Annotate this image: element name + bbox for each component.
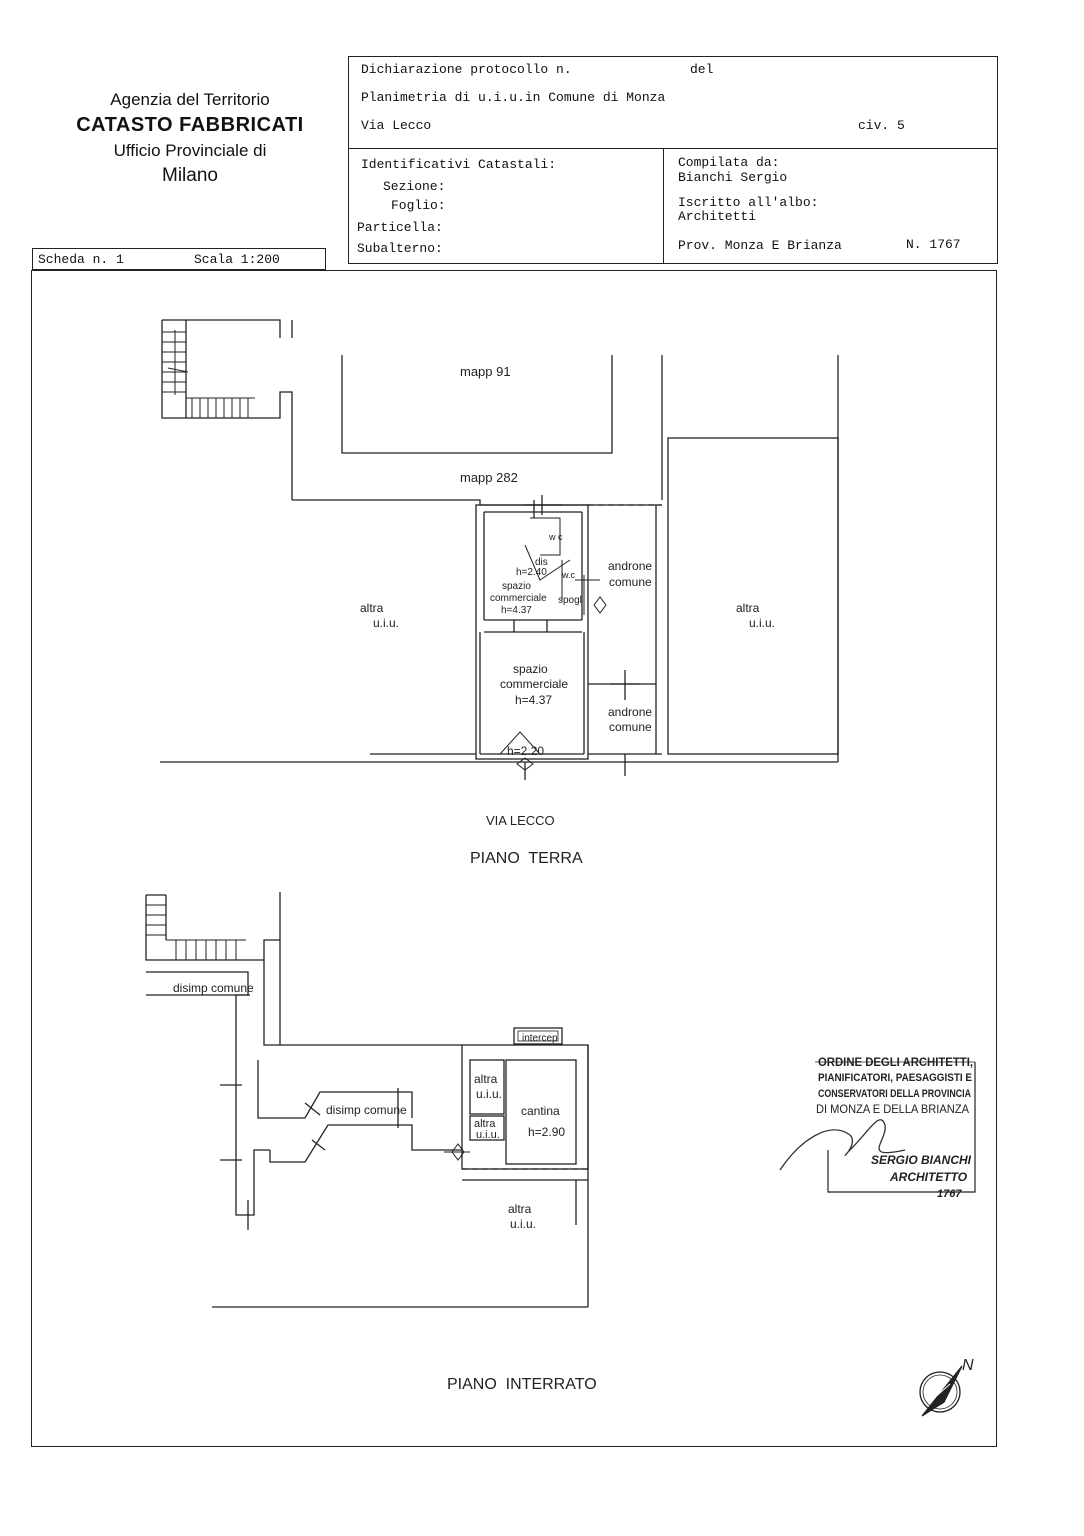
dichiarazione-label: Dichiarazione protocollo n.: [361, 62, 572, 77]
altra-left-b: u.i.u.: [373, 616, 399, 630]
h437-small-label: h=4.37: [501, 605, 532, 616]
androne-label-1a: androne: [608, 559, 652, 573]
identificativi-title: Identificativi Catastali:: [361, 157, 557, 172]
street-label: VIA LECCO: [486, 813, 555, 828]
basement-altra-2b: u.i.u.: [476, 1129, 500, 1141]
drawing-frame: [31, 270, 997, 1447]
ufficio-city: Milano: [162, 165, 218, 186]
scheda-scale: Scala 1:200: [194, 252, 280, 267]
civ-label: civ. 5: [858, 118, 905, 133]
piano-interrato-title: PIANO INTERRATO: [447, 1376, 597, 1393]
sezione-label: Sezione:: [383, 179, 446, 194]
stamp-line-4: DI MONZA E DELLA BRIANZA: [816, 1104, 969, 1116]
iscritto-label: Iscritto all'albo:: [678, 195, 819, 210]
stamp-role: ARCHITETTO: [889, 1170, 968, 1184]
planimetria-label: Planimetria di u.i.u.in Comune di Monza: [361, 90, 666, 105]
disimp-label-1: disimp comune: [173, 981, 254, 995]
albo-number: N. 1767: [906, 237, 961, 252]
intercep-label: intercep: [522, 1033, 558, 1044]
androne-label-2a: androne: [608, 705, 652, 719]
cantina-label: cantina: [521, 1104, 560, 1118]
commerciale-small-label: commerciale: [490, 593, 547, 604]
agency-heading: Agenzia del Territorio CATASTO FABBRICAT…: [40, 90, 340, 187]
compilata-name: Bianchi Sergio: [678, 170, 788, 185]
agency-name: Agenzia del Territorio: [110, 90, 270, 109]
stamp-line-3: CONSERVATORI DELLA PROVINCIA: [818, 1088, 971, 1100]
basement-altra-1a: altra: [474, 1072, 498, 1086]
mapp282-label: mapp 282: [460, 470, 518, 485]
altra-right-a: altra: [736, 601, 760, 615]
albo-value: Architetti: [678, 209, 757, 224]
h220-label: h=2.20: [507, 744, 544, 758]
commerciale-big-label: commerciale: [500, 677, 568, 691]
header-box: Dichiarazione protocollo n. del Planimet…: [348, 56, 998, 264]
subalterno-label: Subalterno:: [357, 241, 443, 256]
androne-label-2b: comune: [609, 720, 652, 734]
h240-label: h=2.40: [516, 567, 547, 578]
prov-label: Prov. Monza E Brianza: [678, 238, 842, 253]
h290-label: h=2.90: [528, 1125, 565, 1139]
north-label: N: [962, 1357, 974, 1374]
particella-label: Particella:: [357, 220, 443, 235]
header-vertical-divider: [663, 148, 664, 263]
stamp-name: SERGIO BIANCHI: [871, 1153, 972, 1167]
wc-label-1: w c: [548, 532, 563, 542]
compilata-label: Compilata da:: [678, 155, 780, 170]
basement-altra-3a: altra: [508, 1202, 532, 1216]
basement-altra-1b: u.i.u.: [476, 1087, 502, 1101]
stamp-number: 1767: [937, 1188, 962, 1200]
signature-mark: [779, 1119, 906, 1171]
wc-label-2: w.c: [561, 570, 576, 580]
basement-altra-2a: altra: [474, 1118, 496, 1130]
androne-label-1b: comune: [609, 575, 652, 589]
header-divider: [349, 148, 997, 149]
mapp91-label: mapp 91: [460, 364, 511, 379]
piano-terra-title: PIANO TERRA: [470, 850, 583, 867]
del-label: del: [690, 62, 714, 77]
h437-big-label: h=4.37: [515, 693, 552, 707]
scheda-number: Scheda n. 1: [38, 252, 124, 267]
catasto-title: CATASTO FABBRICATI: [76, 114, 304, 136]
spazio-small-label: spazio: [502, 581, 531, 592]
spogl-label: spogl: [558, 595, 582, 606]
ufficio-label: Ufficio Provinciale di: [113, 141, 267, 160]
foglio-label: Foglio:: [391, 198, 446, 213]
basement-altra-3b: u.i.u.: [510, 1217, 536, 1231]
stamp-line-1: ORDINE DEGLI ARCHITETTI,: [818, 1057, 973, 1069]
scheda-box: Scheda n. 1 Scala 1:200: [32, 248, 326, 270]
altra-left-a: altra: [360, 601, 384, 615]
via-label: Via Lecco: [361, 118, 432, 133]
north-arrow-icon: [919, 1365, 963, 1417]
disimp-label-2: disimp comune: [326, 1103, 407, 1117]
stamp-line-2: PIANIFICATORI, PAESAGGISTI E: [818, 1072, 972, 1084]
spazio-big-label: spazio: [513, 662, 548, 676]
dis-label: dis: [535, 557, 548, 568]
altra-right-b: u.i.u.: [749, 616, 775, 630]
